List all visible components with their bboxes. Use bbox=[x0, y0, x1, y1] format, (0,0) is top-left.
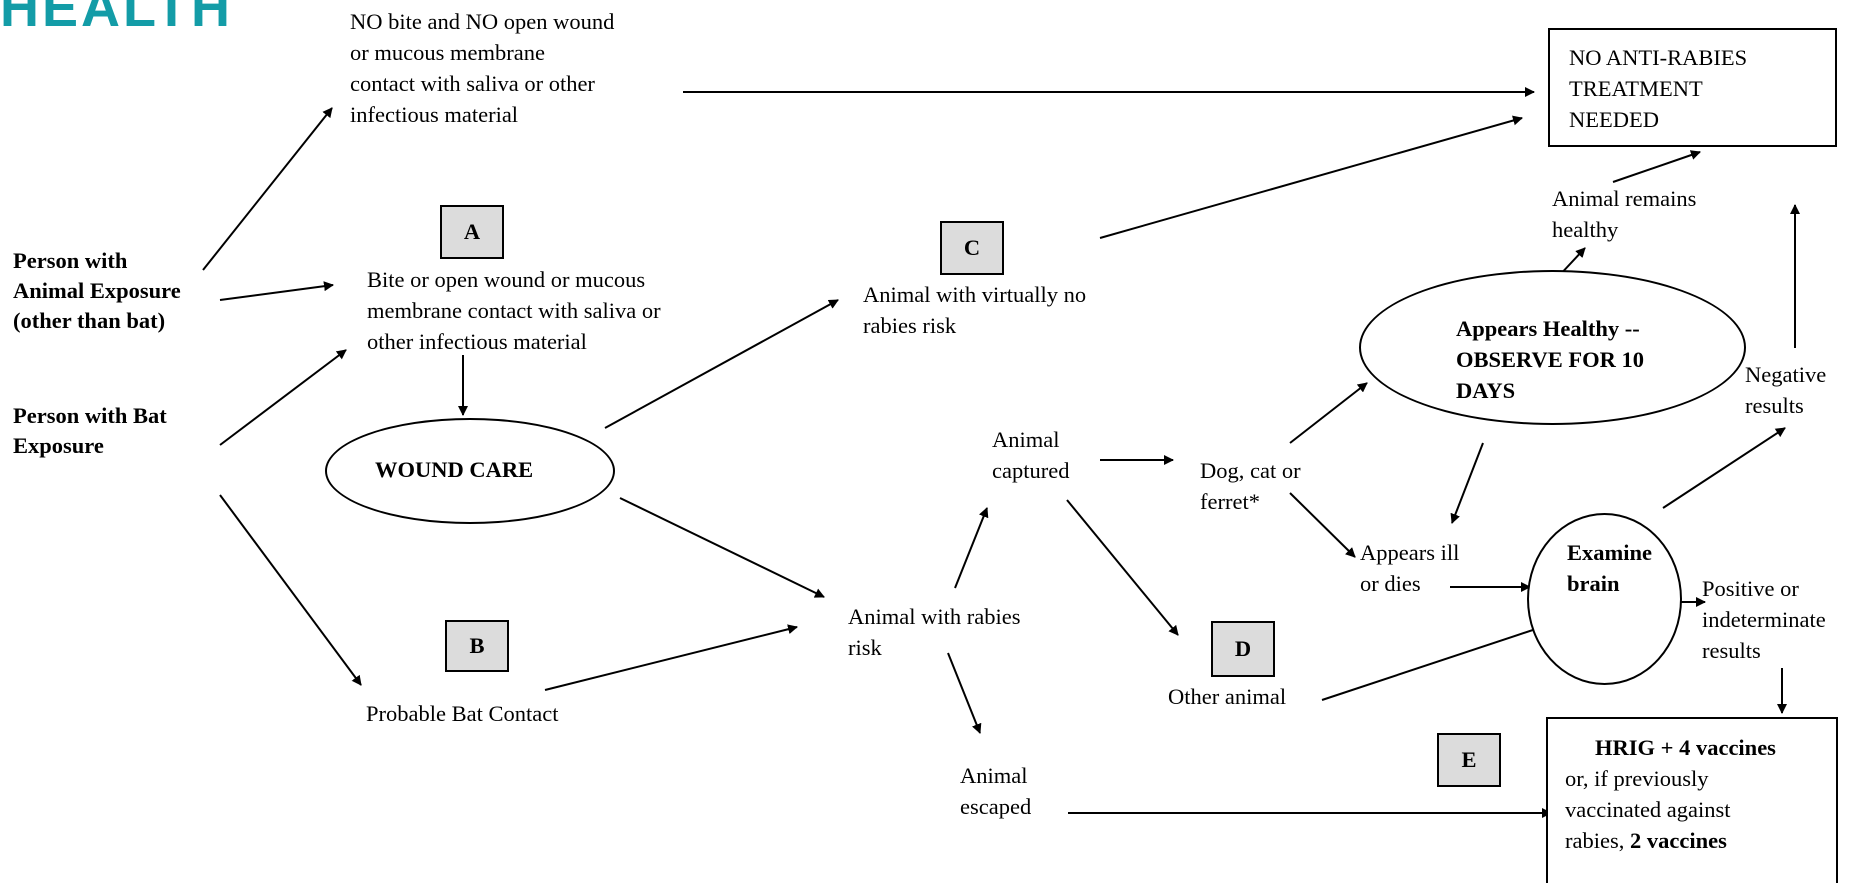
arrow-rabies-to-escaped bbox=[947, 652, 982, 734]
dog-cat-ferret: Dog, cat or ferret* bbox=[1200, 458, 1301, 514]
no-contact-text: NO bite and NO open wound or mucous memb… bbox=[350, 9, 615, 127]
arrow-rabies-to-captured bbox=[954, 507, 989, 589]
arrow-animal-to-no-contact bbox=[202, 107, 333, 271]
arrow-wound-to-no-risk bbox=[604, 299, 839, 429]
person-animal-exposure: Person with Animal Exposure (other than … bbox=[13, 248, 181, 333]
label-d: D bbox=[1211, 621, 1275, 677]
arrow-dog-to-ill bbox=[1289, 492, 1356, 558]
negative-results: Negative results bbox=[1745, 362, 1827, 418]
animal-escaped: Animal escaped bbox=[960, 763, 1032, 819]
observe-label: Appears Healthy -- OBSERVE FOR 10 DAYS bbox=[1456, 316, 1644, 403]
arrow-remains-healthy-to-no-treatment bbox=[1612, 150, 1701, 183]
logo-text: HEALTH bbox=[0, 0, 233, 38]
label-e: E bbox=[1437, 733, 1501, 787]
arrow-wound-to-rabies-risk bbox=[619, 497, 825, 598]
treatment-line1: HRIG + 4 vaccines bbox=[1595, 735, 1776, 760]
animal-captured: Animal captured bbox=[992, 427, 1070, 483]
arrow-examine-to-negative bbox=[1662, 427, 1786, 509]
arrow-animal-to-bite bbox=[219, 281, 334, 301]
treatment-box: HRIG + 4 vaccines or, if previously vacc… bbox=[1546, 717, 1838, 883]
treatment-line2: or, if previously vaccinated against rab… bbox=[1565, 763, 1731, 856]
wound-care-label: WOUND CARE bbox=[375, 457, 534, 482]
treatment-line2-bold: 2 vaccines bbox=[1629, 828, 1727, 853]
label-a: A bbox=[440, 205, 504, 259]
arrow-bat-to-bite bbox=[219, 349, 347, 446]
animal-remains-healthy: Animal remains healthy bbox=[1552, 186, 1697, 242]
wound-care-node bbox=[325, 418, 615, 524]
arrow-no-risk-to-no-treatment bbox=[1099, 115, 1523, 239]
rabies-risk-animal: Animal with rabies risk bbox=[848, 604, 1021, 660]
arrow-captured-to-other bbox=[1066, 499, 1179, 636]
arrow-probable-to-rabies-risk bbox=[544, 624, 798, 691]
arrow-observe-to-ill bbox=[1450, 442, 1484, 524]
positive-results: Positive or indeterminate results bbox=[1702, 576, 1826, 663]
appears-ill-or-dies: Appears ill or dies bbox=[1360, 540, 1460, 596]
health-logo: HEALTH bbox=[0, 0, 233, 38]
other-animal: Other animal bbox=[1168, 684, 1287, 709]
label-b: B bbox=[445, 620, 509, 672]
no-treatment-text: NO ANTI-RABIES TREATMENT NEEDED bbox=[1569, 45, 1748, 132]
treatment-line2-text: or, if previously vaccinated against rab… bbox=[1565, 766, 1731, 853]
label-c: C bbox=[940, 221, 1004, 275]
no-risk-animal: Animal with virtually no rabies risk bbox=[863, 282, 1087, 338]
arrow-bat-to-probable bbox=[219, 494, 362, 686]
no-treatment-box: NO ANTI-RABIES TREATMENT NEEDED bbox=[1548, 28, 1837, 147]
examine-brain-label: Examine brain bbox=[1567, 540, 1653, 596]
observe-node bbox=[1359, 270, 1746, 425]
person-bat-exposure: Person with Bat Exposure bbox=[13, 403, 167, 458]
bite-contact-text: Bite or open wound or mucous membrane co… bbox=[367, 267, 661, 354]
arrow-dog-to-observe bbox=[1289, 382, 1368, 444]
examine-brain-node bbox=[1527, 513, 1682, 685]
arrow-other-to-examine bbox=[1321, 618, 1564, 701]
probable-bat-contact: Probable Bat Contact bbox=[366, 701, 559, 726]
